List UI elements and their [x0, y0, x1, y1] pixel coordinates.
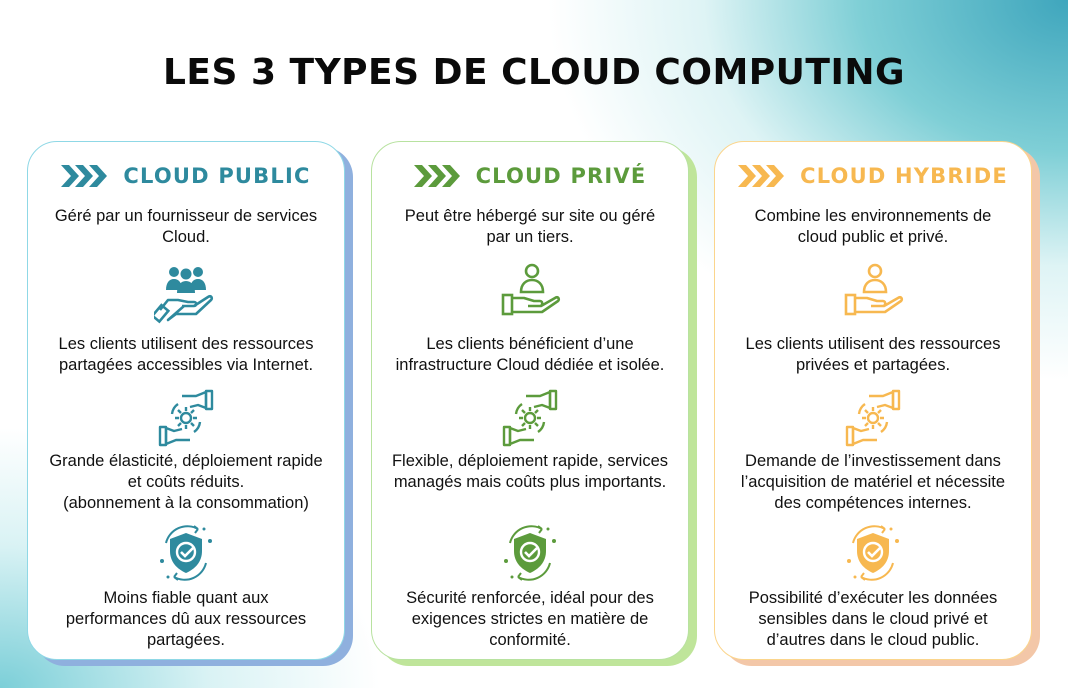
card-point-line: partagées.	[147, 631, 225, 649]
card-point-line: partagées accessibles via Internet.	[58, 356, 314, 374]
card-point-line: d’autres dans le cloud public.	[766, 631, 980, 649]
card-point-line: des compétences internes.	[774, 494, 972, 512]
page-title: LES 3 TYPES DE CLOUD COMPUTING	[162, 52, 906, 93]
card-heading-text: CLOUD PUBLIC	[123, 164, 311, 188]
card-point-line: l’acquisition de matériel et nécessite	[740, 473, 1006, 491]
card-point-line: conformité.	[489, 631, 571, 649]
card-point-line: Flexible, déploiement rapide, services	[391, 452, 669, 470]
card-point-line: privées et partagées.	[795, 356, 951, 374]
card-point-line: managés mais coûts plus importants.	[393, 473, 667, 491]
card-point-line: Possibilité d’exécuter les données	[748, 589, 998, 607]
card-point-line: Grande élasticité, déploiement rapide	[49, 452, 323, 470]
card-cloud-hybride: CLOUD HYBRIDE Combine les environnements …	[714, 141, 1032, 660]
card-point: Les clients utilisent des ressources part…	[32, 334, 340, 376]
card-point-line: Sécurité renforcée, idéal pour des	[406, 589, 654, 607]
card-point-line: sensibles dans le cloud privé et	[758, 610, 988, 628]
card-point-line: Les clients utilisent des ressources	[745, 335, 1001, 353]
card-point: Moins fiable quant aux performances dû au…	[32, 588, 340, 651]
card-cloud-public: CLOUD PUBLIC Géré par un fournisseur de s…	[27, 141, 345, 660]
person-in-hand-icon	[841, 260, 905, 324]
card-point-line: Les clients bénéficient d’une	[426, 335, 634, 353]
card-point-line: et coûts réduits.	[127, 473, 245, 491]
card-point: Demande de l’investissement dans l’acquis…	[719, 451, 1027, 514]
shield-check-icon	[498, 521, 562, 585]
hands-gear-icon	[154, 386, 218, 450]
card-heading: CLOUD PUBLIC	[28, 164, 344, 188]
hands-gear-icon	[841, 386, 905, 450]
card-point: Combine les environnements de cloud publi…	[719, 206, 1027, 248]
hands-gear-icon	[498, 386, 562, 450]
card-point-line: Les clients utilisent des ressources	[58, 335, 314, 353]
card-cloud-prive: CLOUD PRIVÉ Peut être hébergé sur site ou…	[371, 141, 689, 660]
card-heading-text: CLOUD HYBRIDE	[800, 164, 1008, 188]
card-point-line: (abonnement à la consommation)	[63, 494, 309, 512]
card-point-line: performances dû aux ressources	[65, 610, 307, 628]
card-point-line: Peut être hébergé sur site ou géré	[404, 207, 656, 225]
card-point-line: Géré par un fournisseur de services	[54, 207, 318, 225]
card-point-line: Combine les environnements de	[754, 207, 992, 225]
group-in-hand-icon	[150, 260, 218, 324]
card-point-line: Cloud.	[162, 228, 210, 246]
chevrons-icon	[61, 165, 108, 187]
shield-check-icon	[154, 521, 218, 585]
card-point: Les clients utilisent des ressources priv…	[719, 334, 1027, 376]
card-heading: CLOUD PRIVÉ	[372, 164, 688, 188]
card-point: Grande élasticité, déploiement rapide et …	[32, 451, 340, 514]
person-in-hand-icon	[498, 260, 562, 324]
card-heading: CLOUD HYBRIDE	[715, 164, 1031, 188]
card-point: Sécurité renforcée, idéal pour des exigen…	[376, 588, 684, 651]
card-point-line: par un tiers.	[486, 228, 574, 246]
card-point-line: Moins fiable quant aux	[103, 589, 269, 607]
card-point: Possibilité d’exécuter les données sensib…	[719, 588, 1027, 651]
chevrons-icon	[738, 165, 785, 187]
card-point: Les clients bénéficient d’une infrastruct…	[376, 334, 684, 376]
card-heading-text: CLOUD PRIVÉ	[475, 164, 647, 188]
card-point: Flexible, déploiement rapide, services ma…	[376, 451, 684, 493]
card-point-line: exigences strictes en matière de	[411, 610, 649, 628]
card-point-line: cloud public et privé.	[797, 228, 949, 246]
card-point-line: infrastructure Cloud dédiée et isolée.	[395, 356, 665, 374]
card-point: Peut être hébergé sur site ou géré par un…	[376, 206, 684, 248]
chevrons-icon	[413, 165, 460, 187]
shield-check-icon	[841, 521, 905, 585]
card-point-line: Demande de l’investissement dans	[745, 452, 1001, 470]
